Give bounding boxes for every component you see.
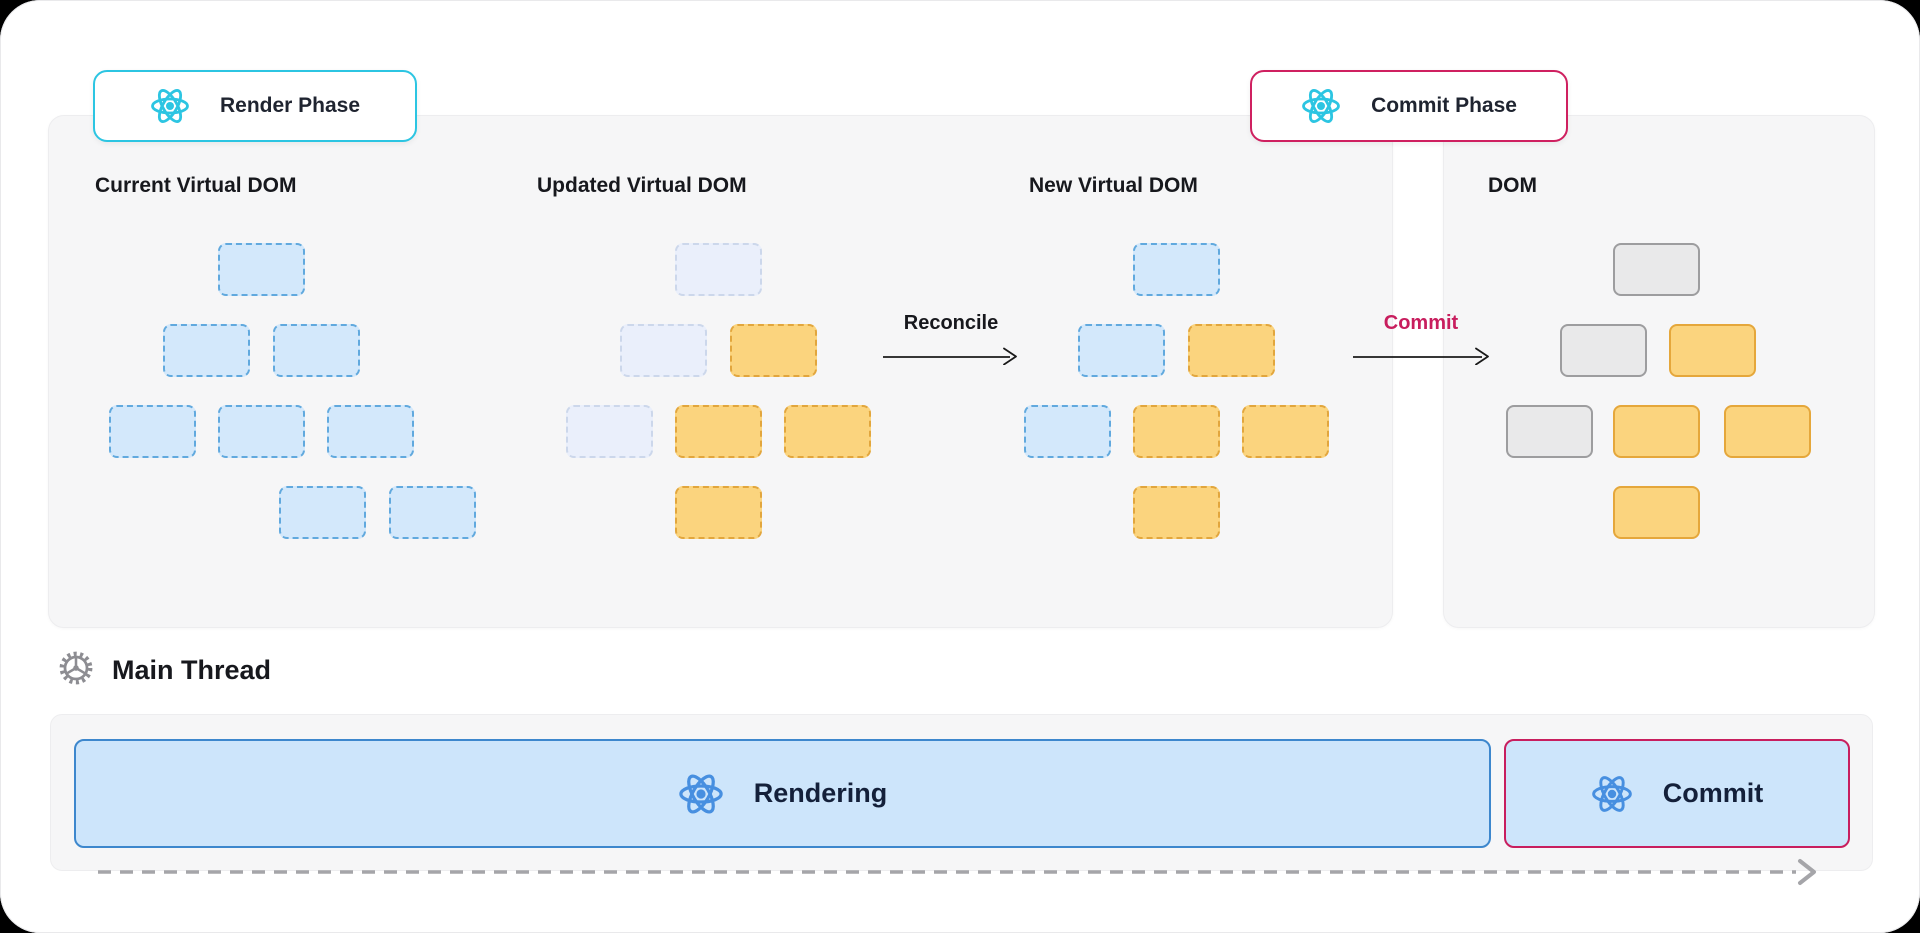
updated-virtual-dom-node-orange	[675, 405, 762, 458]
main-thread-label: Main Thread	[112, 655, 272, 685]
arrow-right-icon	[883, 347, 1017, 365]
commit-bar: Commit	[1504, 739, 1850, 848]
new-virtual-dom-node-blue	[1078, 324, 1165, 377]
dom-tree	[1506, 243, 1874, 540]
new-virtual-dom-node-blue	[1024, 405, 1111, 458]
new-virtual-dom-node-orange	[1133, 486, 1220, 539]
updated-virtual-dom-node-orange	[784, 405, 871, 458]
new-virtual-dom-node-orange	[1133, 405, 1220, 458]
reconcile-arrow-group: Reconcile	[878, 312, 1024, 365]
new-virtual-dom-node-blue	[1133, 243, 1220, 296]
gear-icon	[58, 650, 94, 691]
dom-node-orange-solid	[1613, 405, 1700, 458]
current-virtual-dom-node-blue	[218, 405, 305, 458]
render-phase-panel	[48, 115, 1393, 628]
arrow-right-icon	[1353, 347, 1489, 365]
new-vdom-tree	[1024, 243, 1392, 540]
react-logo-icon	[678, 771, 724, 817]
current-virtual-dom-node-blue	[109, 405, 196, 458]
reconcile-label: Reconcile	[903, 312, 999, 334]
main-thread-heading: Main Thread	[58, 650, 271, 691]
react-logo-icon	[150, 86, 190, 126]
commit-phase-label: Commit Phase	[1371, 94, 1517, 117]
current-virtual-dom-node-blue	[327, 405, 414, 458]
rendering-bar-label: Rendering	[753, 778, 888, 808]
new-virtual-dom-node-orange	[1242, 405, 1329, 458]
current-vdom-tree	[109, 243, 477, 540]
commit-arrow-label: Commit	[1383, 312, 1459, 334]
current-virtual-dom-node-blue	[273, 324, 360, 377]
rendering-bar: Rendering	[74, 739, 1491, 848]
updated-vdom-title: Updated Virtual DOM	[537, 174, 747, 197]
updated-virtual-dom-node-faded	[675, 243, 762, 296]
updated-virtual-dom-node-faded	[566, 405, 653, 458]
commit-phase-badge: Commit Phase	[1250, 70, 1568, 142]
dom-node-gray	[1613, 243, 1700, 296]
updated-vdom-tree	[566, 243, 934, 540]
updated-virtual-dom-node-faded	[620, 324, 707, 377]
dom-node-gray	[1560, 324, 1647, 377]
new-vdom-title: New Virtual DOM	[1029, 174, 1198, 197]
react-logo-icon	[1591, 773, 1633, 815]
dom-node-orange-solid	[1613, 486, 1700, 539]
render-phase-badge: Render Phase	[93, 70, 417, 142]
current-virtual-dom-node-blue	[389, 486, 476, 539]
current-virtual-dom-node-blue	[279, 486, 366, 539]
new-virtual-dom-node-orange	[1188, 324, 1275, 377]
current-virtual-dom-node-blue	[163, 324, 250, 377]
updated-virtual-dom-node-orange	[675, 486, 762, 539]
react-logo-icon	[1301, 86, 1341, 126]
dom-node-orange-solid	[1669, 324, 1756, 377]
render-phase-label: Render Phase	[219, 94, 361, 117]
current-vdom-title: Current Virtual DOM	[95, 174, 297, 197]
dom-panel	[1443, 115, 1875, 628]
dom-node-gray	[1506, 405, 1593, 458]
updated-virtual-dom-node-orange	[730, 324, 817, 377]
dashed-timeline-arrow-icon	[98, 859, 1816, 885]
commit-bar-label: Commit	[1662, 778, 1764, 808]
current-virtual-dom-node-blue	[218, 243, 305, 296]
dom-node-orange-solid	[1724, 405, 1811, 458]
commit-arrow-group: Commit	[1348, 312, 1494, 365]
main-thread-timeline: Rendering Commit	[50, 714, 1873, 871]
dom-title: DOM	[1488, 174, 1537, 197]
